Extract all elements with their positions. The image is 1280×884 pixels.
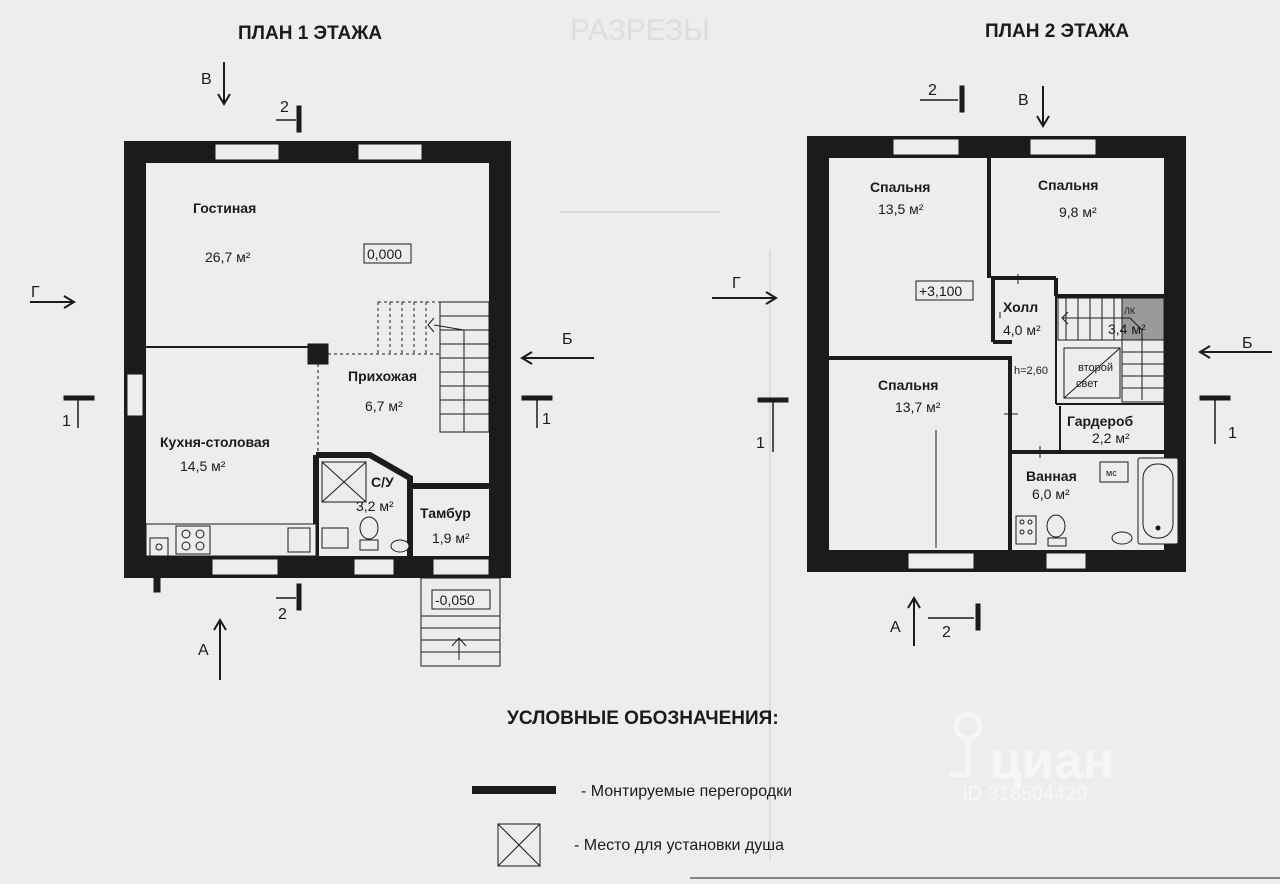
section-mark-2: 2 [280, 99, 289, 116]
section-mark-v: В [201, 71, 212, 88]
section-mark-b: Б [562, 331, 573, 348]
watermark-id: ID 318504429 [962, 783, 1088, 805]
floor1-bath-fixtures [321, 516, 410, 553]
porch-level: -0,050 [435, 592, 475, 608]
kitchen-counter [145, 523, 317, 593]
section-mark-g: Г [732, 275, 741, 292]
floor2-level-marks: +3,100 h=2,60 второй свет ЛК 3,4 м² [915, 280, 1146, 390]
section-mark-2: 2 [278, 606, 287, 623]
ghost-title: РАЗРЕЗЫ [570, 14, 710, 47]
legend: УСЛОВНЫЕ ОБОЗНАЧЕНИЯ: - Монтируемые пере… [472, 708, 792, 867]
stair-area: 3,4 м² [1108, 321, 1146, 337]
legend-shower-text: - Место для установки душа [574, 837, 784, 854]
section-mark-2: 2 [928, 82, 937, 99]
floor2-bath-fixtures: мс [1015, 457, 1179, 547]
section-mark-2: 2 [942, 624, 951, 641]
room-area: 2,2 м² [1092, 430, 1130, 446]
cian-watermark: циан ID 318504429 [950, 711, 1114, 805]
floor2-plan: ПЛАН 2 ЭТАЖА [712, 21, 1272, 646]
section-mark-v: В [1018, 92, 1029, 109]
floor2-room-labels: Спальня 13,5 м² Спальня 9,8 м² Холл 4,0 … [870, 177, 1134, 502]
floor2-title: ПЛАН 2 ЭТАЖА [985, 21, 1129, 42]
section-mark-1: 1 [542, 411, 551, 428]
location-pin-icon [950, 711, 983, 778]
floor1-porch [420, 577, 501, 667]
floor2-section-marks: 2 В Г Б 1 1 А 2 [712, 82, 1272, 646]
room-name: Ванная [1026, 468, 1077, 484]
room-area: 6,7 м² [365, 398, 403, 414]
second-light-line2: свет [1076, 378, 1098, 390]
floor1-windows [126, 143, 490, 576]
floor1-stair [377, 301, 490, 433]
room-name: Гардероб [1067, 413, 1134, 429]
background-ghost-drawing: РАЗРЕЗЫ [560, 14, 1280, 879]
room-name: Спальня [878, 377, 938, 393]
room-name: Кухня-столовая [160, 434, 270, 450]
room-area: 14,5 м² [180, 458, 226, 474]
legend-partition-swatch [472, 786, 556, 794]
section-mark-a: А [198, 642, 209, 659]
room-name: С/У [371, 474, 394, 490]
room-name: Прихожая [348, 368, 417, 384]
floor2-windows [892, 138, 1097, 570]
room-area: 1,9 м² [432, 530, 470, 546]
legend-title: УСЛОВНЫЕ ОБОЗНАЧЕНИЯ: [507, 708, 779, 729]
room-area: 26,7 м² [205, 249, 251, 265]
room-area: 6,0 м² [1032, 486, 1070, 502]
floor1-room-labels: Гостиная 26,7 м² Прихожая 6,7 м² Кухня-с… [160, 200, 471, 546]
section-mark-1: 1 [62, 413, 71, 430]
room-area: 4,0 м² [1003, 322, 1041, 338]
room-name: Спальня [870, 179, 930, 195]
floor1-level: 0,000 [367, 246, 402, 262]
floor1-title: ПЛАН 1 ЭТАЖА [238, 23, 382, 44]
room-name: Спальня [1038, 177, 1098, 193]
floor1-level-marks: 0,000 -0,050 [363, 243, 491, 610]
ceiling-height: h=2,60 [1014, 365, 1048, 377]
legend-shower-swatch [497, 823, 541, 867]
section-mark-1: 1 [756, 435, 765, 452]
room-name: Гостиная [193, 200, 256, 216]
section-mark-g: Г [31, 284, 40, 301]
floor2-stair [1057, 297, 1165, 403]
room-name: Холл [1003, 299, 1038, 315]
section-mark-b: Б [1242, 335, 1253, 352]
appliance-label: мс [1106, 468, 1117, 478]
room-name: Тамбур [420, 505, 471, 521]
room-area: 13,7 м² [895, 399, 941, 415]
floor1-plan: ПЛАН 1 ЭТАЖА [30, 23, 594, 680]
legend-partition-text: - Монтируемые перегородки [581, 783, 792, 800]
second-light-line1: второй [1078, 362, 1113, 374]
section-mark-a: А [890, 619, 901, 636]
room-area: 13,5 м² [878, 201, 924, 217]
room-area: 9,8 м² [1059, 204, 1097, 220]
floor1-section-marks: В 2 Г Б 1 1 2 А [30, 62, 594, 680]
floor2-level: +3,100 [919, 283, 962, 299]
floor2-partitions [829, 158, 1164, 550]
room-area: 3,2 м² [356, 498, 394, 514]
stair-label: ЛК [1124, 306, 1136, 316]
section-mark-1: 1 [1228, 425, 1237, 442]
watermark-brand: циан [990, 732, 1114, 790]
